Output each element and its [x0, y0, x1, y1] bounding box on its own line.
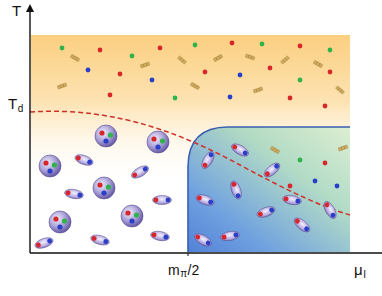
axis-label: T	[8, 96, 17, 111]
axis-label: μ	[354, 262, 363, 277]
axis-label: /2	[188, 263, 200, 277]
axis-label: T	[12, 3, 21, 18]
subscript: I	[363, 270, 366, 280]
subscript: d	[18, 104, 24, 114]
axis-label: m	[168, 263, 180, 277]
subscript: π	[180, 269, 187, 279]
